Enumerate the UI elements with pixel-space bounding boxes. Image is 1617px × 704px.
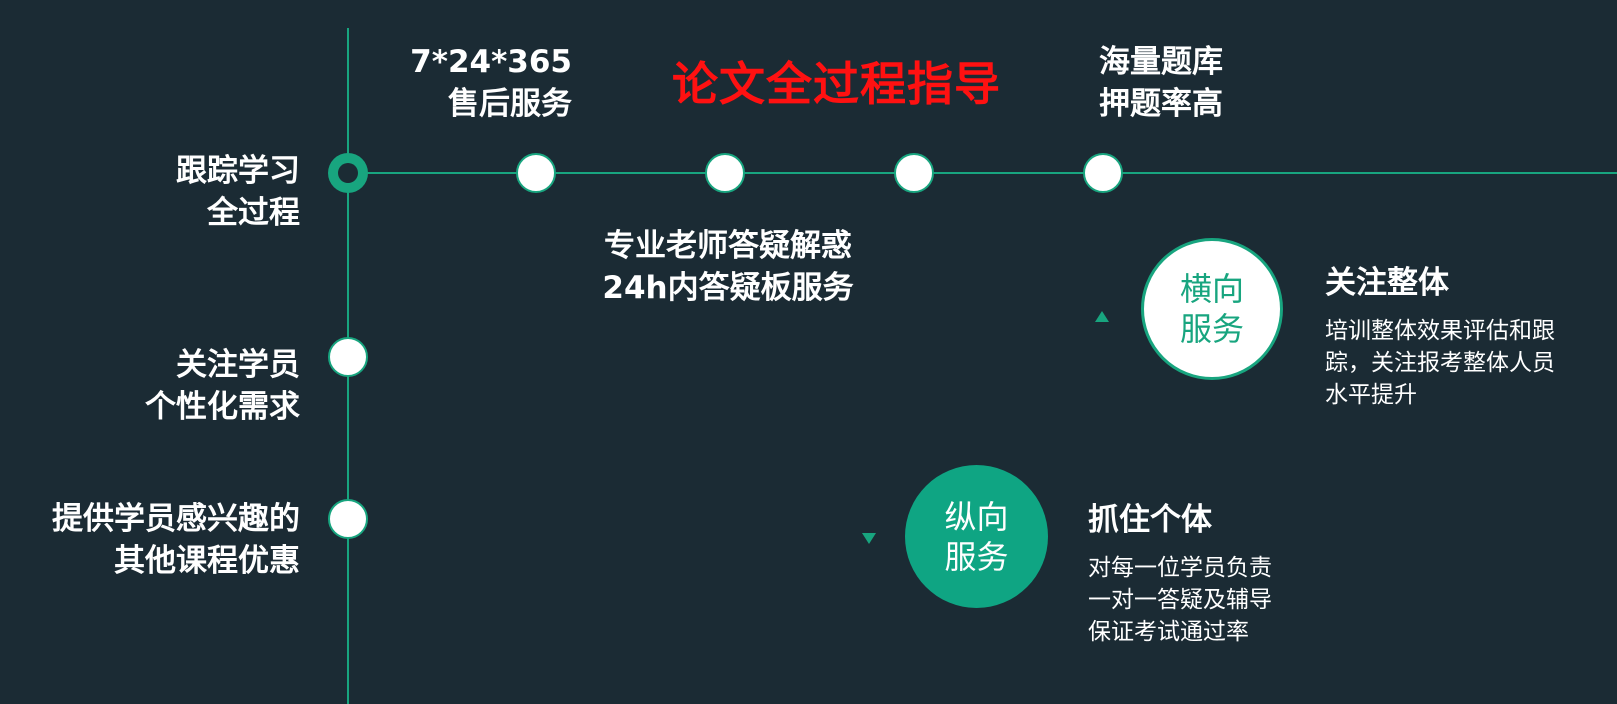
vertical-service-desc-line3: 保证考试通过率 (1088, 619, 1249, 645)
triangle-up-icon (1095, 311, 1109, 322)
left-label-personal-line2: 个性化需求 (145, 389, 300, 425)
horizontal-service-circle: 横向 服务 (1141, 238, 1283, 380)
horizontal-service-text: 关注整体 培训整体效果评估和跟 踪，关注报考整体人员 水平提升 (1325, 263, 1555, 411)
left-label-discount: 提供学员感兴趣的 其他课程优惠 (0, 498, 300, 582)
left-label-tracking: 跟踪学习 全过程 (0, 150, 300, 234)
left-label-discount-line2: 其他课程优惠 (114, 543, 300, 579)
timeline-node-4 (1083, 153, 1123, 193)
left-label-discount-line1: 提供学员感兴趣的 (52, 501, 300, 537)
top-label-question-bank-line2: 押题率高 (1099, 86, 1223, 122)
vertical-service-desc: 对每一位学员负责 一对一答疑及辅导 保证考试通过率 (1088, 552, 1272, 648)
timeline-node-left-2 (328, 337, 368, 377)
vertical-service-desc-line1: 对每一位学员负责 (1088, 555, 1272, 581)
horizontal-service-title: 关注整体 (1325, 265, 1449, 301)
horizontal-service-desc-line2: 踪，关注报考整体人员 (1325, 350, 1555, 376)
vertical-service-line2: 服务 (944, 537, 1009, 576)
timeline-answer-line1: 专业老师答疑解惑 (604, 228, 852, 264)
page-title: 论文全过程指导 (672, 57, 1001, 111)
top-label-support: 7*24*365 售后服务 (380, 41, 572, 125)
timeline-answer-line2: 24h内答疑板服务 (602, 270, 854, 306)
timeline-node-2 (705, 153, 745, 193)
timeline-node-3 (894, 153, 934, 193)
top-label-support-line1: 7*24*365 (410, 44, 572, 80)
top-label-question-bank: 海量题库 押题率高 (1099, 41, 1223, 125)
horizontal-service-desc: 培训整体效果评估和跟 踪，关注报考整体人员 水平提升 (1325, 315, 1555, 411)
triangle-down-icon (862, 533, 876, 544)
vertical-service-desc-line2: 一对一答疑及辅导 (1088, 587, 1272, 613)
vertical-service-title: 抓住个体 (1088, 502, 1212, 538)
vertical-service-circle: 纵向 服务 (905, 465, 1048, 608)
vertical-service-text: 抓住个体 对每一位学员负责 一对一答疑及辅导 保证考试通过率 (1088, 500, 1272, 648)
horizontal-service-desc-line1: 培训整体效果评估和跟 (1325, 318, 1555, 344)
timeline-node-1 (516, 153, 556, 193)
left-label-tracking-line1: 跟踪学习 (176, 153, 300, 189)
left-label-personal: 关注学员 个性化需求 (0, 344, 300, 428)
timeline-horizontal-line (347, 172, 1617, 174)
left-label-personal-line1: 关注学员 (176, 347, 300, 383)
top-label-question-bank-line1: 海量题库 (1099, 44, 1223, 80)
horizontal-service-desc-line3: 水平提升 (1325, 382, 1417, 408)
horizontal-service-line2: 服务 (1179, 310, 1244, 348)
timeline-start-node (328, 153, 368, 193)
vertical-service-line1: 纵向 (944, 497, 1009, 536)
timeline-node-left-3 (328, 499, 368, 539)
horizontal-service-line1: 横向 (1179, 270, 1244, 308)
left-label-tracking-line2: 全过程 (207, 195, 300, 231)
timeline-answer-label: 专业老师答疑解惑 24h内答疑板服务 (578, 225, 878, 309)
top-label-support-line2: 售后服务 (448, 86, 572, 122)
